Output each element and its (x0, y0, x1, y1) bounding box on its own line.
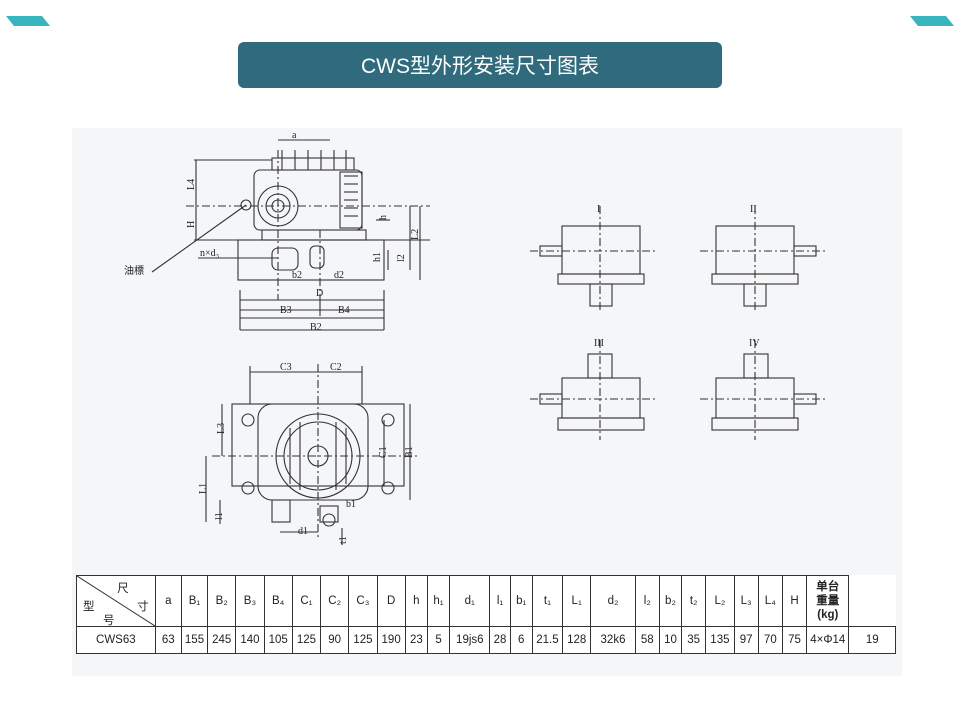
header-cell: B₄ (263, 575, 293, 627)
value-cell: 10 (658, 626, 683, 654)
corner-top: 尺 (117, 583, 129, 595)
header-cell: B₁ (180, 575, 209, 627)
value-cell: 28 (489, 626, 511, 654)
label-t1: t1 (338, 536, 349, 544)
corner-right: 寸 (137, 601, 149, 613)
value-cell: 90 (320, 626, 350, 654)
label-l1: l1 (214, 512, 225, 520)
orientation-II: II (750, 204, 757, 215)
table-row: CWS63 63 155 245 140 105 125 90 125 190 … (76, 626, 896, 654)
label-L2: L2 (410, 229, 421, 240)
value-cell: 19 (848, 626, 896, 654)
header-cell: D (376, 575, 406, 627)
value-cell: 135 (705, 626, 735, 654)
corner-accent-right (910, 16, 954, 26)
label-B4: B4 (338, 305, 350, 316)
value-cell: 128 (562, 626, 592, 654)
label-d2: d2 (334, 270, 344, 281)
label-L1: L1 (198, 483, 209, 494)
value-cell: 5 (426, 626, 451, 654)
value-cell: 105 (263, 626, 293, 654)
technical-drawing: a L4 H h L2 l2 h1 n×d₃ b2 d2 D B3 B4 B2 … (124, 130, 826, 545)
label-C1: C1 (378, 446, 389, 458)
header-cell: H (781, 575, 808, 627)
label-a: a (292, 130, 297, 141)
label-nxd3: n×d₃ (200, 248, 219, 259)
header-cell: a (154, 575, 182, 627)
value-cell: 70 (757, 626, 783, 654)
header-cell-weight: 单台 重量 (kg) (806, 575, 850, 627)
label-D: D (316, 288, 323, 299)
label-C3: C3 (280, 362, 292, 373)
label-oil-gauge: 油標 (124, 264, 144, 277)
header-cell: d₂ (590, 575, 636, 627)
label-b1: b1 (346, 499, 356, 510)
value-cell: 140 (235, 626, 265, 654)
header-cell: l₁ (489, 575, 511, 627)
label-B3: B3 (280, 305, 292, 316)
header-cell: B₃ (235, 575, 265, 627)
header-cell: L₃ (733, 575, 759, 627)
header-cell: b₁ (509, 575, 533, 627)
value-cell: 190 (376, 626, 406, 654)
value-cell: 63 (154, 626, 182, 654)
value-cell: 32k6 (590, 626, 636, 654)
header-cell: h₁ (426, 575, 451, 627)
label-B1: B1 (404, 446, 415, 458)
orientation-IV: IV (749, 338, 760, 349)
label-L3: L3 (216, 423, 227, 434)
value-cell: 23 (404, 626, 428, 654)
header-cell: L₂ (705, 575, 735, 627)
header-cell: d₁ (449, 575, 491, 627)
value-cell: 245 (207, 626, 237, 654)
orientation-I: I (597, 204, 600, 215)
header-cell: t₂ (681, 575, 707, 627)
model-cell: CWS63 (76, 626, 156, 654)
corner-bottom: 号 (103, 615, 115, 627)
label-B2: B2 (310, 322, 322, 333)
header-cell: L₁ (562, 575, 592, 627)
value-cell: 97 (733, 626, 759, 654)
value-cell: 4×Φ14 (806, 626, 850, 654)
label-h1: h1 (372, 252, 383, 262)
value-cell: 75 (781, 626, 808, 654)
header-cell: C₃ (348, 575, 378, 627)
page-title: CWS型外形安装尺寸图表 (238, 42, 722, 88)
corner-accent-left (6, 16, 50, 26)
value-cell: 125 (348, 626, 378, 654)
corner-left: 型 (83, 601, 95, 613)
header-cell: B₂ (207, 575, 237, 627)
header-cell: C₂ (320, 575, 350, 627)
value-cell: 125 (291, 626, 322, 654)
orientation-III: III (594, 338, 604, 349)
header-cell: h (404, 575, 428, 627)
header-cell: C₁ (291, 575, 322, 627)
label-h: h (378, 215, 389, 220)
label-H: H (186, 221, 197, 228)
table-corner-cell: 尺 寸 型 号 (76, 575, 156, 627)
value-cell: 19js6 (449, 626, 491, 654)
label-l2: l2 (396, 254, 407, 262)
table-header-row: 尺 寸 型 号 a B₁ B₂ B₃ B₄ C₁ C₂ C₃ D h h₁ d₁… (76, 575, 896, 627)
value-cell: 35 (681, 626, 707, 654)
label-d1: d1 (298, 526, 308, 537)
header-cell: L₄ (757, 575, 783, 627)
value-cell: 6 (509, 626, 533, 654)
spec-table: 尺 寸 型 号 a B₁ B₂ B₃ B₄ C₁ C₂ C₃ D h h₁ d₁… (76, 575, 896, 654)
header-cell: t₁ (531, 575, 564, 627)
value-cell: 58 (634, 626, 660, 654)
value-cell: 21.5 (531, 626, 564, 654)
label-L4: L4 (186, 179, 197, 190)
label-b2: b2 (292, 270, 302, 281)
header-cell: b₂ (658, 575, 683, 627)
label-C2: C2 (330, 362, 342, 373)
value-cell: 155 (180, 626, 209, 654)
header-cell: l₂ (634, 575, 660, 627)
